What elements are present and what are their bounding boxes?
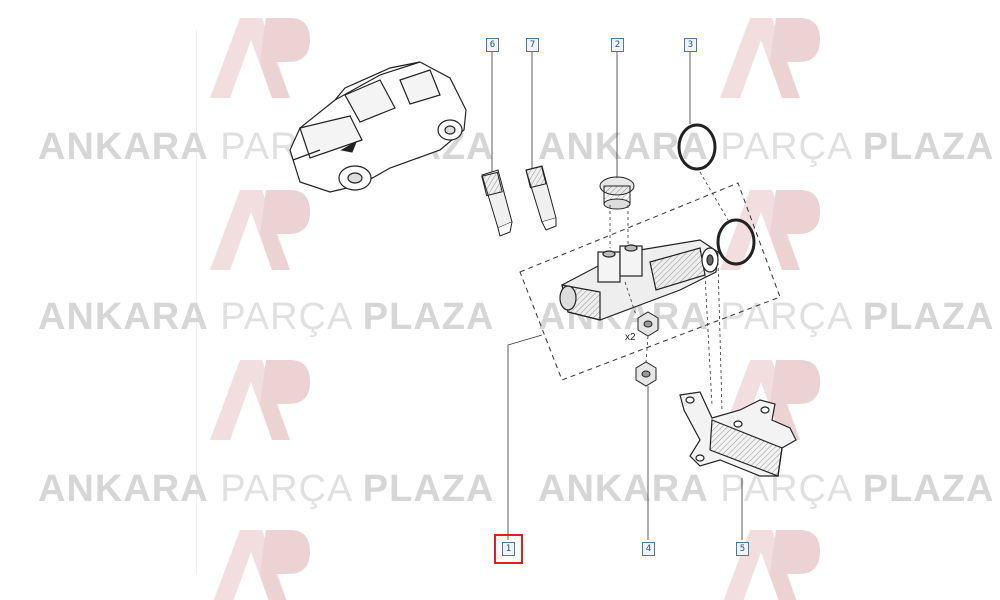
watermark-logo (210, 360, 310, 440)
callout-3[interactable]: 3 (684, 38, 697, 52)
reservoir-cap-part-2 (599, 176, 635, 210)
callout-4[interactable]: 4 (642, 542, 655, 556)
watermark-logo (210, 18, 310, 98)
callout-6[interactable]: 6 (486, 38, 499, 52)
left-divider (196, 30, 197, 575)
quantity-note: x2 (625, 332, 636, 343)
master-cylinder-part-1 (559, 239, 719, 321)
watermark-logo (213, 530, 310, 600)
watermark-text: ANKARA PARÇA PLAZA (38, 296, 495, 338)
watermark-text: ANKARA PARÇA PLAZA (38, 468, 495, 510)
callout-7[interactable]: 7 (526, 38, 539, 52)
callout-5[interactable]: 5 (736, 542, 749, 556)
assembly-outline (519, 182, 781, 381)
car-icon (289, 61, 467, 193)
nut-part-4 (635, 311, 659, 387)
watermark-text: ANKARA PARÇA PLAZA (538, 126, 995, 168)
watermark-logo (720, 18, 820, 98)
plug-part-7 (525, 165, 557, 231)
seal-ring-part-3 (677, 123, 756, 266)
watermark-logo (720, 190, 820, 270)
watermark-logo (210, 190, 310, 270)
bracket-part-5 (679, 391, 797, 477)
plug-part-6 (481, 169, 513, 237)
watermark-logo (723, 530, 820, 600)
callout-2[interactable]: 2 (611, 38, 624, 52)
callout-1-highlighted[interactable]: 1 (494, 534, 523, 564)
leader-lines (491, 52, 743, 540)
